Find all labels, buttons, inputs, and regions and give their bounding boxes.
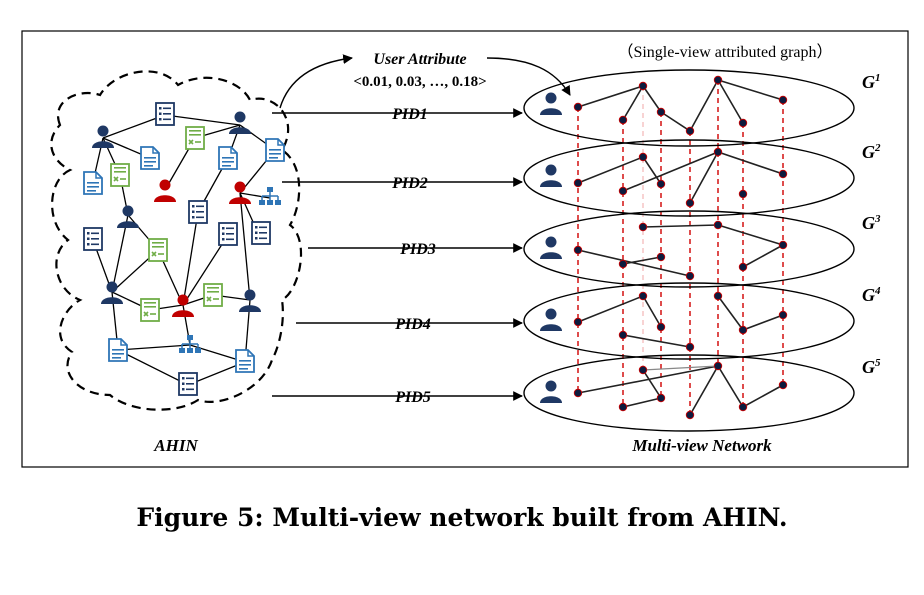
form-icon <box>148 238 168 262</box>
document-icon <box>188 200 208 224</box>
user-attribute-annotation: User Attribute <0.01, 0.03, …, 0.18> <box>279 51 571 109</box>
user-attribute-label: User Attribute <box>373 51 466 68</box>
pid-label: PID3 <box>399 241 436 258</box>
user-icon <box>540 92 562 115</box>
multiview-network: G1 G2 G3 G4 G5 Multi-view Network <box>523 69 881 455</box>
graph-label: G5 <box>862 357 881 377</box>
user-icon <box>540 308 562 331</box>
user-icon <box>540 236 562 259</box>
user-icon <box>540 380 562 403</box>
document-blue-icon <box>108 338 128 362</box>
pid-arrows <box>272 108 523 401</box>
view-edge-faint <box>642 365 719 371</box>
pid-label: PID2 <box>391 175 428 192</box>
pid-label: PID1 <box>391 106 428 123</box>
pid-label: PID4 <box>394 316 431 333</box>
ahin-label: AHIN <box>153 436 198 455</box>
form-icon <box>203 283 223 307</box>
user-icon <box>229 111 251 134</box>
document-icon <box>251 221 271 245</box>
document-blue-icon <box>140 146 160 170</box>
view-links <box>577 80 784 415</box>
document-blue-icon <box>218 146 238 170</box>
document-blue-icon <box>265 138 285 162</box>
view-ellipses <box>523 69 855 432</box>
pid-labels: PID1 PID2 PID3 PID4 PID5 <box>391 106 436 406</box>
ahin-multiview-figure: AHIN User Attribute <0.01, 0.03, …, 0.18… <box>21 30 909 468</box>
user-red-icon <box>154 179 176 202</box>
graph-label: G4 <box>862 285 881 305</box>
view-nodes <box>573 75 788 420</box>
view-ellipse <box>523 139 855 217</box>
document-blue-icon <box>83 171 103 195</box>
graph-labels: G1 G2 G3 G4 G5 <box>862 72 881 377</box>
view-ellipse <box>523 354 855 432</box>
curved-arrow-left <box>279 54 353 109</box>
curved-arrow-right <box>486 57 571 96</box>
ahin-nodes <box>83 102 285 396</box>
document-icon <box>218 222 238 246</box>
view-ellipse <box>523 69 855 147</box>
document-icon <box>178 372 198 396</box>
pid-label: PID5 <box>394 389 431 406</box>
view-user-icons <box>540 92 562 403</box>
form-icon <box>140 298 160 322</box>
user-icon <box>92 125 114 148</box>
document-icon <box>83 227 103 251</box>
view-edges <box>577 78 784 416</box>
graph-label: G1 <box>862 72 881 92</box>
form-icon <box>185 126 205 150</box>
figure-frame <box>21 30 909 468</box>
hierarchy-icon <box>178 334 202 354</box>
view-ellipse <box>523 210 855 288</box>
single-view-note: （Single-view attributed graph） <box>617 43 832 61</box>
document-icon <box>155 102 175 126</box>
hierarchy-icon <box>258 186 282 206</box>
form-icon <box>110 163 130 187</box>
figure-caption: Figure 5: Multi-view network built from … <box>136 503 788 532</box>
user-icon <box>540 164 562 187</box>
view-ellipse <box>523 282 855 360</box>
user-attribute-vector: <0.01, 0.03, …, 0.18> <box>353 74 486 90</box>
ahin-cloud-outline <box>50 70 303 411</box>
graph-label: G2 <box>862 142 881 162</box>
graph-label: G3 <box>862 213 881 233</box>
multiview-label: Multi-view Network <box>631 436 772 455</box>
document-blue-icon <box>235 349 255 373</box>
ahin-network: AHIN <box>50 70 303 455</box>
